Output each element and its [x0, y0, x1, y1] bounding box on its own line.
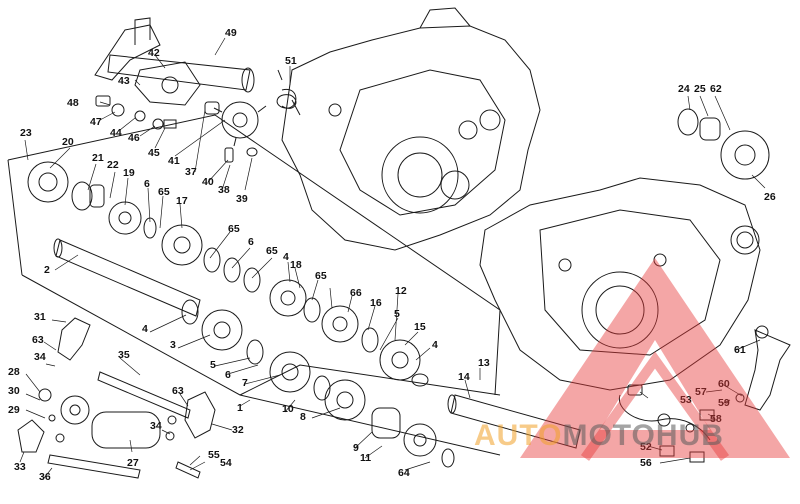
part-label: 59: [718, 398, 730, 409]
part-label: 36: [39, 471, 51, 483]
part-label: 42: [148, 47, 160, 59]
part-label: 21: [92, 152, 104, 164]
part-label: 2: [44, 264, 50, 276]
part-label: 43: [118, 75, 130, 87]
watermark-part3: HUB: [655, 419, 724, 452]
part-label: 38: [218, 184, 230, 196]
part-label: 46: [128, 132, 140, 144]
part-label: 61: [734, 344, 746, 356]
part-label: 56: [640, 457, 652, 469]
part-label: 22: [107, 159, 119, 171]
part-label: 49: [225, 27, 237, 39]
part-label: 10: [282, 403, 294, 415]
part-label: 37: [185, 166, 197, 178]
watermark-text: AUTOMOTOHUB: [474, 421, 724, 451]
part-label: 57: [695, 387, 707, 398]
part-label: 7: [242, 377, 248, 389]
part-label: 25: [694, 83, 706, 95]
part-label: 32: [232, 424, 244, 436]
part-label: 5: [210, 359, 216, 371]
part-label: 54: [220, 457, 232, 469]
part-label: 19: [123, 167, 135, 179]
part-label: 3: [170, 339, 176, 351]
part-label: 13: [478, 357, 490, 369]
part-label: 40: [202, 176, 214, 188]
part-label: 35: [118, 349, 130, 361]
crankcase-upper: [281, 25, 541, 251]
part-label: 47: [90, 116, 102, 128]
part-label: 34: [34, 351, 46, 363]
part-label: 11: [360, 452, 372, 464]
part-label: 16: [370, 297, 382, 309]
part-label: 5: [394, 308, 400, 320]
part-label: 17: [176, 195, 188, 207]
watermark-part2: MOTO: [562, 419, 656, 452]
part-label: 52: [640, 442, 652, 453]
part-label: 39: [236, 193, 248, 205]
part-label: 26: [764, 191, 776, 203]
part-label: 65: [228, 223, 240, 235]
part-label: 6: [144, 178, 150, 190]
part-label: 64: [398, 467, 410, 479]
part-label: 58: [710, 414, 722, 425]
part-label: 65: [266, 245, 278, 257]
part-label: 28: [8, 366, 20, 378]
part-label: 63: [32, 334, 44, 346]
part-label: 34: [150, 420, 162, 432]
part-label: 65: [315, 270, 327, 282]
part-label: 4: [142, 323, 148, 335]
part-label: 24: [678, 83, 690, 95]
part-label: 51: [285, 55, 297, 67]
part-label: 15: [414, 321, 426, 333]
part-label: 27: [127, 457, 139, 469]
part-label: 41: [168, 155, 180, 167]
part-label: 60: [718, 379, 730, 390]
part-label: 8: [300, 411, 306, 423]
part-label: 6: [248, 236, 254, 248]
part-label: 29: [8, 404, 20, 416]
part-label: 31: [34, 311, 46, 323]
part-label: 63: [172, 385, 184, 397]
part-label: 12: [395, 285, 407, 297]
part-label: 66: [350, 287, 362, 299]
part-label: 30: [8, 385, 20, 397]
part-label: 4: [283, 251, 289, 263]
part-label: 48: [67, 97, 79, 109]
part-label: 53: [680, 394, 692, 406]
part-label: 45: [148, 147, 160, 159]
part-label: 1: [237, 402, 243, 414]
part-label: 44: [110, 127, 122, 139]
part-label: 33: [14, 461, 26, 473]
part-label: 55: [208, 449, 220, 461]
part-label: 62: [710, 83, 722, 95]
part-label: 9: [353, 442, 359, 454]
part-label: 6: [225, 369, 231, 381]
part-label: 65: [158, 186, 170, 198]
part-label: 20: [62, 136, 74, 148]
part-label: 14: [458, 371, 470, 383]
watermark-part1: AUTO: [474, 419, 563, 452]
part-label: 4: [432, 339, 438, 351]
part-label: 18: [290, 259, 302, 271]
crankcase-lower: [479, 177, 761, 391]
part-label: 23: [20, 127, 32, 139]
